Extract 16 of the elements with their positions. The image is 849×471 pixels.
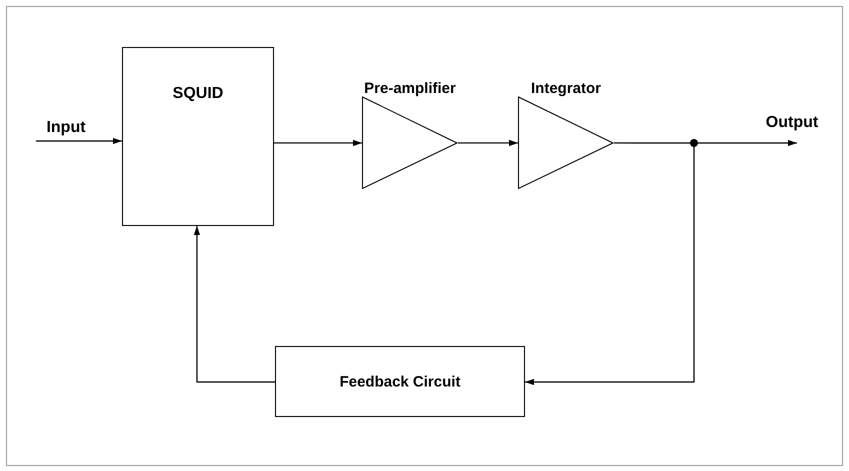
junction-dot [690,139,698,147]
connector-line [614,142,690,144]
block-label: Feedback Circuit [340,373,460,390]
block-box [275,346,525,417]
signal-label: Output [766,114,818,132]
amplifier-label: Integrator [531,80,601,97]
amplifier-label: Pre-amplifier [364,80,456,97]
signal-label: Input [46,119,86,137]
arrow [274,140,362,146]
arrow [525,147,695,386]
arrow [458,140,518,146]
block-box [122,47,274,226]
arrow [698,140,797,146]
arrow [194,226,275,383]
arrow [36,138,122,144]
block-label: SQUID [172,85,224,104]
